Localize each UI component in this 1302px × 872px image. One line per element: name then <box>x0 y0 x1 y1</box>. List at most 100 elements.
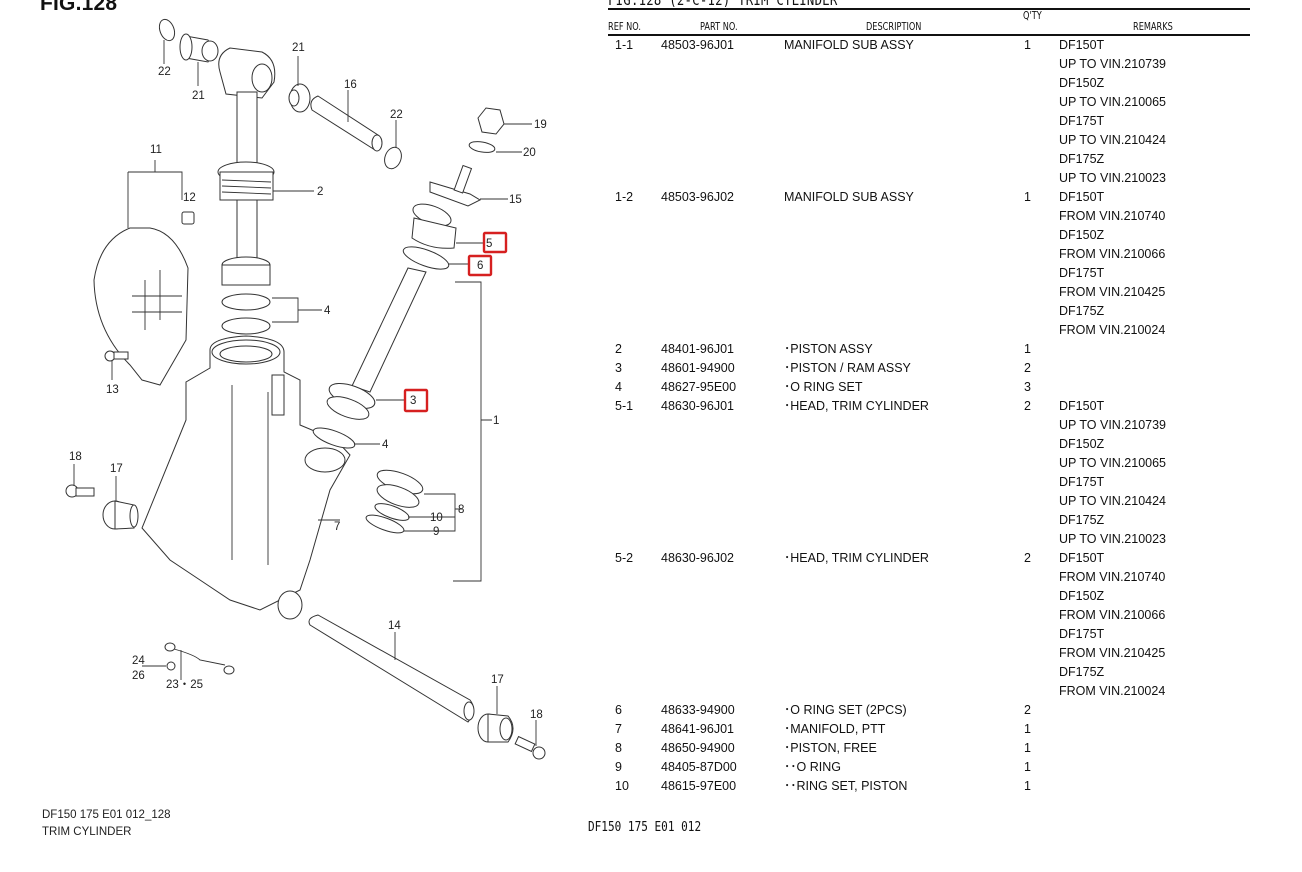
figure-label: FIG.128 <box>40 0 118 15</box>
cell-description: ･MANIFOLD, PTT <box>784 722 886 736</box>
callout-1[interactable]: 1 <box>493 415 499 427</box>
cell-remark-line: FROM VIN.210024 <box>1059 684 1166 698</box>
cell-part-no: 48630-96J01 <box>661 399 734 413</box>
cell-ref-no: 2 <box>615 342 622 356</box>
part-1-bracket <box>453 281 492 582</box>
cell-remark-line: DF175T <box>1059 266 1105 280</box>
part-18-bolt <box>65 464 95 498</box>
callout-17[interactable]: 17 <box>110 463 123 475</box>
callout-12[interactable]: 12 <box>183 192 196 204</box>
highlight-box-3 <box>403 388 429 413</box>
cell-ref-no: 4 <box>615 380 622 394</box>
part-21-bushing-right <box>288 56 311 113</box>
cell-part-no: 48630-96J02 <box>661 551 734 565</box>
cell-ref-no: 9 <box>615 760 622 774</box>
cell-part-no: 48405-87D00 <box>661 760 737 774</box>
part-8-free-piston <box>365 469 462 534</box>
exploded-parts-diagram: 22 21 21 16 22 19 20 15 11 12 2 4 13 5 6… <box>65 18 547 760</box>
cell-qty: 1 <box>1024 190 1031 204</box>
callout-10[interactable]: 10 <box>430 512 443 524</box>
cell-remark-line: DF150Z <box>1059 589 1105 603</box>
cell-remark-line: FROM VIN.210425 <box>1059 646 1166 660</box>
figure-code: DF150 175 E01 012_128 <box>42 809 171 821</box>
part-23-ground-cable <box>142 642 235 680</box>
callout-4-lower[interactable]: 4 <box>382 439 389 451</box>
cell-qty: 1 <box>1024 38 1031 52</box>
callout-15[interactable]: 15 <box>509 194 522 206</box>
part-13-bolt <box>104 350 129 380</box>
cell-remark-line: DF150T <box>1059 551 1105 565</box>
part-15-fitting <box>429 164 508 207</box>
callout-4[interactable]: 4 <box>324 305 331 317</box>
cell-part-no: 48633-94900 <box>661 703 735 717</box>
part-4-o-ring-lower <box>312 427 380 449</box>
callout-26[interactable]: 26 <box>132 670 145 682</box>
cell-remark-line: DF175Z <box>1059 152 1105 166</box>
callout-22[interactable]: 22 <box>158 66 171 78</box>
callout-7[interactable]: 7 <box>334 521 340 533</box>
callout-18[interactable]: 18 <box>69 451 82 463</box>
callout-19[interactable]: 19 <box>534 119 547 131</box>
part-17-bushing <box>102 476 139 530</box>
callout-8[interactable]: 8 <box>458 504 464 516</box>
table-top-rule <box>608 8 1250 10</box>
cell-remark-line: DF150Z <box>1059 76 1105 90</box>
cell-description: ･HEAD, TRIM CYLINDER <box>784 551 929 565</box>
callout-3[interactable]: 3 <box>410 395 416 407</box>
cell-qty: 1 <box>1024 342 1031 356</box>
cell-remark-line: DF175T <box>1059 627 1105 641</box>
cell-ref-no: 8 <box>615 741 622 755</box>
cell-ref-no: 6 <box>615 703 622 717</box>
callout-5[interactable]: 5 <box>486 238 492 250</box>
cell-remark-line: DF175T <box>1059 475 1105 489</box>
callout-20[interactable]: 20 <box>523 147 536 159</box>
callout-11[interactable]: 11 <box>150 144 162 156</box>
cell-ref-no: 7 <box>615 722 622 736</box>
cell-part-no: 48503-96J01 <box>661 38 734 52</box>
cell-qty: 2 <box>1024 399 1031 413</box>
part-2-piston-assy <box>217 47 314 286</box>
part-20-washer <box>468 141 522 153</box>
cell-qty: 1 <box>1024 779 1031 793</box>
cell-ref-no: 3 <box>615 361 622 375</box>
callout-9[interactable]: 9 <box>433 526 439 538</box>
callout-21-right[interactable]: 21 <box>292 42 305 54</box>
footer-code: DF150 175 E01 012 <box>588 820 702 835</box>
part-17-bushing-right <box>477 686 514 743</box>
cell-qty: 2 <box>1024 551 1031 565</box>
part-4-o-rings <box>221 293 322 335</box>
callout-23-25[interactable]: 23・25 <box>166 679 203 691</box>
callout-14[interactable]: 14 <box>388 620 401 632</box>
cell-remark-line: DF150T <box>1059 399 1105 413</box>
cell-remark-line: FROM VIN.210740 <box>1059 209 1166 223</box>
cell-qty: 2 <box>1024 703 1031 717</box>
callout-24[interactable]: 24 <box>132 655 145 667</box>
callout-6[interactable]: 6 <box>477 260 483 272</box>
header-remarks: REMARKS <box>1133 21 1173 33</box>
callout-17-right[interactable]: 17 <box>491 674 504 686</box>
part-18-bolt-right <box>514 720 546 760</box>
header-ref-no: REF NO. <box>608 21 642 33</box>
cell-remark-line: FROM VIN.210066 <box>1059 608 1166 622</box>
cell-qty: 2 <box>1024 361 1031 375</box>
callout-21[interactable]: 21 <box>192 90 205 102</box>
cell-remark-line: UP TO VIN.210424 <box>1059 133 1167 147</box>
callout-13[interactable]: 13 <box>106 384 119 396</box>
part-14-pin <box>308 614 475 723</box>
part-19-nut <box>477 107 532 135</box>
cell-ref-no: 5-2 <box>615 551 634 565</box>
cell-qty: 1 <box>1024 741 1031 755</box>
callout-18-right[interactable]: 18 <box>530 709 543 721</box>
callout-2[interactable]: 2 <box>317 186 323 198</box>
callout-16[interactable]: 16 <box>344 79 357 91</box>
cell-description: ･PISTON / RAM ASSY <box>784 361 911 375</box>
part-22-snap-ring <box>158 18 176 64</box>
part-7-manifold <box>141 335 351 620</box>
header-description: DESCRIPTION <box>866 21 922 33</box>
part-21-bushing <box>179 33 219 86</box>
cell-description: ･PISTON ASSY <box>784 342 873 356</box>
cell-remark-line: DF175T <box>1059 114 1105 128</box>
highlight-box-6 <box>467 254 493 277</box>
part-5-head-trim-cylinder <box>411 203 484 249</box>
callout-22-right[interactable]: 22 <box>390 109 403 121</box>
